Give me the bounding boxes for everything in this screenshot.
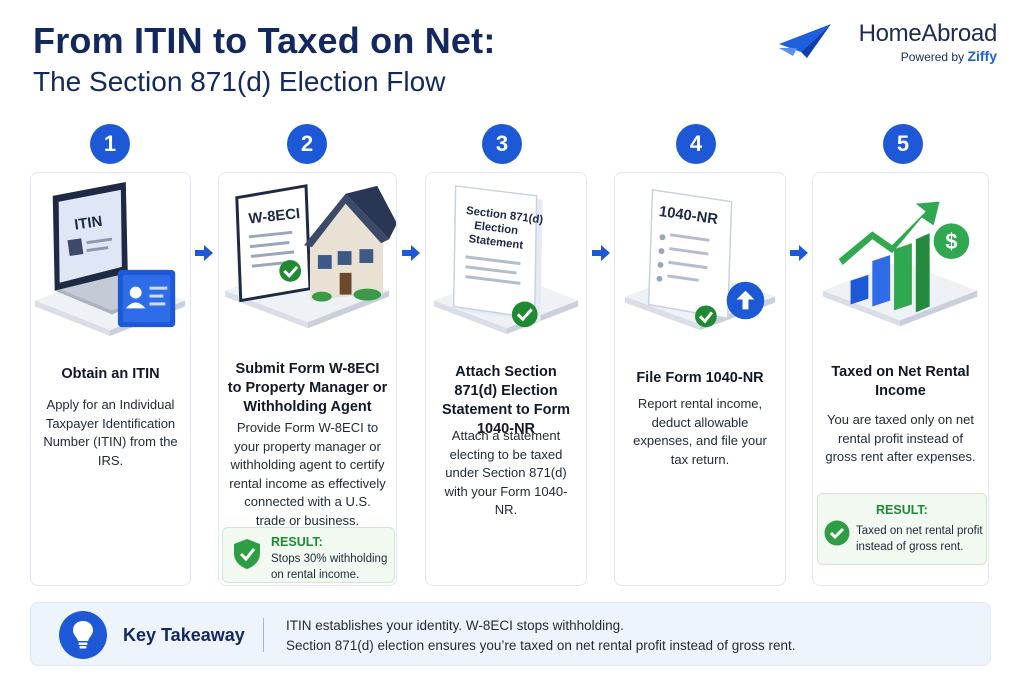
step-card-5: $ Taxed on Net Rental Income You are tax… [812, 172, 989, 586]
statement-document-icon: Section 871(d) Election Statement [433, 185, 579, 335]
brand-logo-block: HomeAbroad Powered by Ziffy [767, 18, 997, 68]
dollar-icon: $ [945, 229, 957, 254]
page-subtitle: The Section 871(d) Election Flow [33, 66, 446, 97]
key-takeaway-panel: Key Takeaway ITIN establishes your ident… [30, 602, 991, 666]
takeaway-text: ITIN establishes your identity. W-8ECI s… [286, 616, 796, 656]
shield-check-icon [234, 539, 260, 569]
flow-arrow-icon [592, 245, 610, 261]
check-circle-icon [824, 520, 850, 546]
result-label: RESULT: [271, 535, 323, 549]
paper-plane-logo-icon [779, 24, 831, 58]
step-title: Submit Form W-8ECI to Property Manager o… [227, 361, 388, 415]
step-card-2: W-8ECI Submit Form W-8ECI to Property Ma… [218, 172, 397, 586]
step-description: Provide Form W-8ECI to your property man… [229, 420, 386, 528]
result-text: Taxed on net rental profit instead of gr… [856, 525, 983, 553]
flow-arrow-icon [195, 245, 213, 261]
step-title: Attach Section 871(d) Election Statement… [441, 364, 571, 437]
lightbulb-icon [59, 611, 107, 659]
illustration-label-line-2: Election [473, 220, 518, 237]
step-card-4: 1040-NR File Form 1040-NR Report rental … [614, 172, 786, 586]
step-title: Obtain an ITIN [61, 366, 160, 382]
step-description: Attach a statement electing to be taxed … [444, 428, 568, 517]
step-number-2: 2 [287, 124, 327, 164]
tax-return-upload-icon: 1040-NR [624, 188, 776, 331]
brand-powered-by: Powered by Ziffy [901, 48, 997, 64]
step-number-4: 4 [676, 124, 716, 164]
growth-chart-dollar-icon: $ [822, 201, 978, 327]
flow-arrow-icon [402, 245, 420, 261]
step-number-5: 5 [883, 124, 923, 164]
step-description: Report rental income, deduct allowable e… [633, 396, 767, 467]
illustration-label: ITIN [73, 214, 103, 234]
step-description: Apply for an Individual Taxpayer Identif… [43, 397, 178, 468]
step-description: You are taxed only on net rental profit … [825, 412, 976, 464]
result-text: Stops 30% withholding on rental income. [271, 553, 388, 581]
step-title: File Form 1040-NR [636, 370, 764, 386]
step-number-3: 3 [482, 124, 522, 164]
form-house-icon: W-8ECI [224, 184, 396, 329]
step-card-3: Section 871(d) Election Statement Attach… [425, 172, 587, 586]
brand-powered-prefix: Powered by [900, 50, 965, 64]
takeaway-divider [263, 618, 264, 652]
step-title: Taxed on Net Rental Income [831, 364, 970, 399]
result-box: RESULT: Taxed on net rental profit inste… [817, 493, 987, 565]
takeaway-line-1: ITIN establishes your identity. W-8ECI s… [286, 618, 624, 633]
flow-arrow-icon [790, 245, 808, 261]
brand-name: HomeAbroad [858, 20, 998, 47]
laptop-id-card-icon: ITIN [34, 181, 186, 337]
illustration-label: W-8ECI [248, 206, 301, 227]
brand-powered-name: Ziffy [967, 48, 997, 64]
page-title: From ITIN to Taxed on Net: [33, 20, 496, 61]
takeaway-label: Key Takeaway [123, 625, 245, 645]
step-card-1: ITIN Obtain an ITIN Apply for an Individ… [30, 172, 191, 586]
result-box: RESULT: Stops 30% withholding on rental … [222, 527, 395, 583]
result-label: RESULT: [876, 503, 928, 517]
step-number-1: 1 [90, 124, 130, 164]
takeaway-line-2: Section 871(d) election ensures you’re t… [286, 638, 796, 653]
